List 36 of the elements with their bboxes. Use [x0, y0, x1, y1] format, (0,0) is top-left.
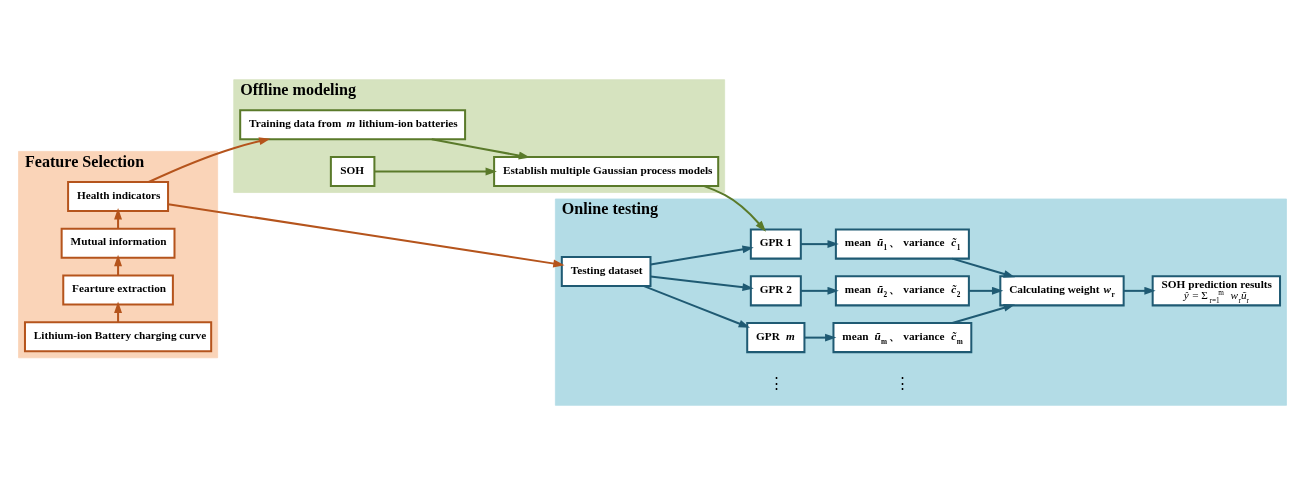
- label: ⋮: [768, 374, 784, 391]
- arrow: [650, 245, 754, 266]
- arrow: [801, 286, 839, 295]
- arrow: [969, 286, 1004, 295]
- node-box: SOH: [329, 156, 376, 188]
- arrow: [114, 254, 123, 276]
- node-box: SOH prediction results ŷ = Σ$_{r=1}$$^{m}$ w$_{r}$ũ$_{r}$: [1151, 275, 1282, 307]
- arrow: [650, 275, 754, 292]
- arrow: [114, 208, 123, 229]
- node-box: Calculating weight w$_{r}$: [999, 275, 1125, 307]
- node-box: Health indicators: [67, 181, 170, 213]
- arrow: [952, 303, 1016, 325]
- node-box: mean ũ$_{2}$ 、 variance c̃$_{2}$: [834, 275, 970, 307]
- node-box: Establish multiple Gaussian process models: [493, 156, 720, 188]
- arrow: [643, 285, 750, 328]
- arrow: [952, 257, 1016, 278]
- arrow: [168, 203, 565, 268]
- node-box: Mutual information: [60, 227, 176, 259]
- node-box: Fearture extraction: [62, 274, 174, 306]
- node-box: mean ũ$_{1}$ 、 variance c̃$_{1}$: [834, 228, 970, 260]
- arrow: [114, 301, 123, 323]
- arrow: [374, 167, 497, 176]
- arrow: [703, 185, 767, 232]
- arrow: [804, 333, 837, 342]
- node-box: GPR m: [746, 322, 806, 354]
- arrow: [801, 240, 839, 249]
- node-box: Training data from m lithium-ion batteries: [239, 109, 467, 141]
- node-box: Testing dataset: [560, 256, 652, 288]
- node-box: mean ũ$_{m}$ 、 variance c̃$_{m}$: [832, 322, 973, 354]
- node-box: GPR 2: [749, 275, 802, 307]
- node-box: Lithium-ion Battery charging curve: [23, 321, 213, 353]
- arrow: [1123, 286, 1156, 295]
- arrow: [431, 138, 531, 160]
- label: ⋮: [895, 374, 911, 391]
- node-box: GPR 1: [749, 228, 802, 260]
- arrow: [148, 137, 271, 183]
